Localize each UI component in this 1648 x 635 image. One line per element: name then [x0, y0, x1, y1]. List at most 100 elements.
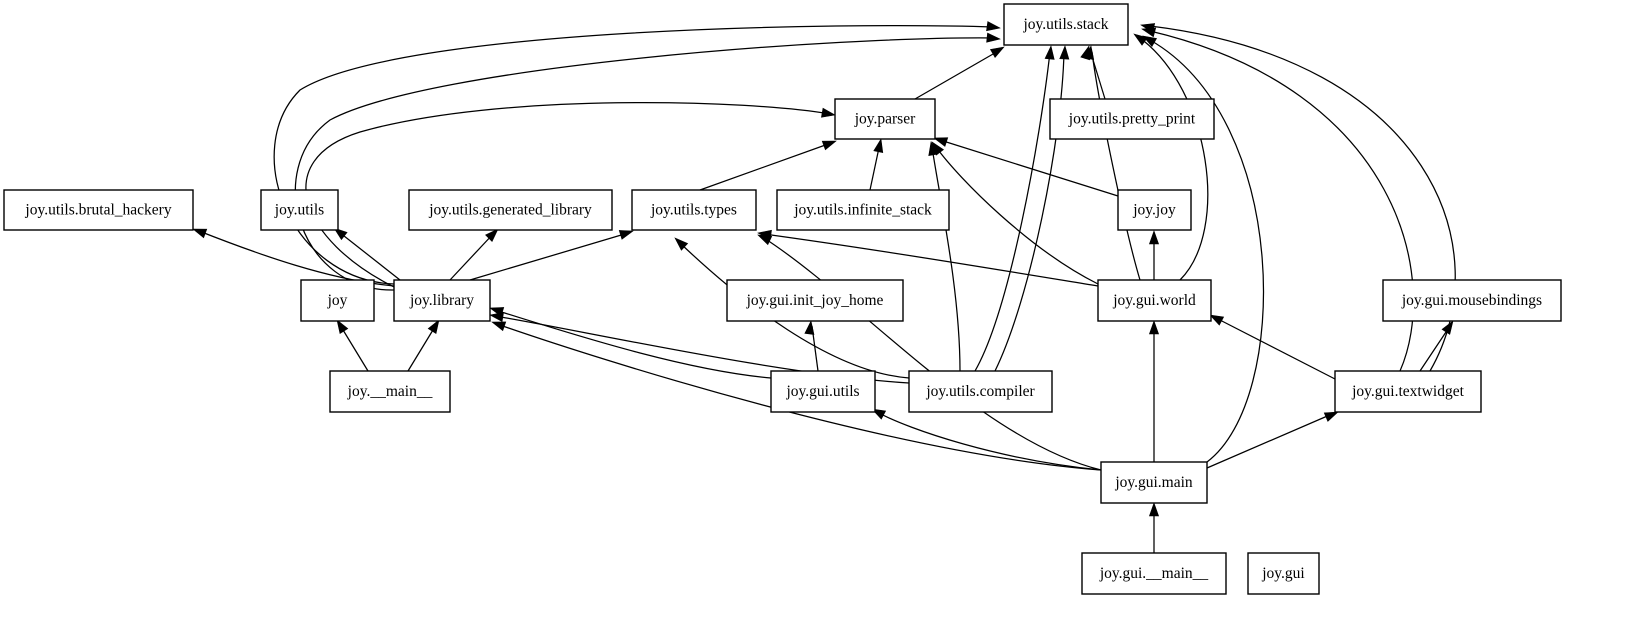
node-box[interactable] [1382, 279, 1562, 322]
node-joy.library[interactable]: joy.library [393, 279, 491, 322]
node-label: joy.utils [274, 202, 324, 219]
edge-joy.gui.main-to-joy.library [491, 321, 1102, 471]
node-box[interactable] [1081, 552, 1227, 595]
edge-joy.library-to-joy.utils.brutal_hackery [192, 228, 395, 287]
node-box[interactable] [776, 189, 950, 231]
node-joy.gui.world[interactable]: joy.gui.world [1097, 279, 1212, 322]
node-joy.utils[interactable]: joy.utils [260, 189, 339, 231]
arrowhead-icon [986, 21, 1001, 32]
node-box[interactable] [1247, 552, 1320, 595]
edge-joy.library-to-joy.utils [333, 227, 401, 281]
node-box[interactable] [631, 189, 757, 231]
arrowhead-icon [989, 46, 1005, 59]
node-joy.gui.textwidget[interactable]: joy.gui.textwidget [1334, 370, 1482, 413]
edge-joy.gui.main-to-joy.gui.textwidget [1206, 411, 1339, 469]
edge-joy.library-to-joy.utils.stack [273, 21, 1001, 285]
arrowhead-icon [804, 320, 815, 335]
node-joy.gui.main[interactable]: joy.gui.main [1100, 461, 1208, 504]
node-joy.utils.brutal_hackery[interactable]: joy.utils.brutal_hackery [3, 189, 194, 231]
node-joy.gui.utils[interactable]: joy.gui.utils [770, 370, 876, 413]
edge-line [273, 25, 997, 285]
arrowhead-icon [485, 228, 499, 242]
node-label: joy.library [409, 292, 474, 309]
node-label: joy.gui [1261, 565, 1305, 582]
node-box[interactable] [834, 98, 936, 140]
edge-line [1206, 413, 1333, 469]
edge-line [1149, 39, 1265, 463]
node-joy.utils.types[interactable]: joy.utils.types [631, 189, 757, 231]
edge-line [876, 411, 1102, 471]
node-label: joy.utils.brutal_hackery [24, 202, 171, 219]
node-box[interactable] [1049, 98, 1215, 140]
node-joy.utils.infinite_stack[interactable]: joy.utils.infinite_stack [776, 189, 950, 231]
node-label: joy.__main__ [347, 383, 433, 400]
arrowhead-icon [1323, 411, 1339, 422]
edge-joy.utils.compiler-to-joy.utils.types [674, 237, 910, 379]
edge-line [1091, 51, 1141, 281]
edge-joy.gui.main-to-joy.utils.stack [1142, 35, 1265, 463]
nodes-layer: joy.utils.stack joy.parser joy.utils.prett… [3, 3, 1562, 595]
edge-line [1089, 49, 1106, 100]
edge-joy.utils.types-to-joy.parser [699, 140, 837, 191]
edge-line [407, 324, 437, 372]
node-box[interactable] [3, 189, 194, 231]
node-label: joy.gui.mousebindings [1401, 292, 1542, 309]
node-label: joy.utils.generated_library [428, 202, 592, 219]
edge-line [699, 142, 832, 191]
node-label: joy.gui.__main__ [1099, 565, 1209, 582]
node-label: joy.utils.infinite_stack [793, 202, 932, 219]
edge-joy.utils.compiler-to-joy.utils.stack [974, 45, 1055, 372]
node-joy.utils.stack[interactable]: joy.utils.stack [1003, 3, 1129, 46]
node-box[interactable] [1117, 189, 1192, 231]
node-box[interactable] [393, 279, 491, 322]
edge-joy.library-to-joy.utils.stack [294, 32, 1001, 291]
arrowhead-icon [1142, 35, 1158, 48]
edge-line [494, 309, 772, 379]
edge-joy.utils.compiler-to-joy.parser [928, 141, 961, 372]
node-joy.gui.__main__[interactable]: joy.gui.__main__ [1081, 552, 1227, 595]
node-joy.gui.mousebindings[interactable]: joy.gui.mousebindings [1382, 279, 1562, 322]
edge-joy.library-to-joy.utils.generated_library [449, 228, 499, 281]
edges-layer [192, 21, 1456, 553]
node-box[interactable] [1097, 279, 1212, 322]
arrowhead-icon [489, 312, 504, 323]
edge-line [974, 51, 1051, 372]
edge-joy.gui.main-to-joy.utils.types [757, 234, 1102, 471]
node-box[interactable] [1003, 3, 1129, 46]
node-joy.parser[interactable]: joy.parser [834, 98, 936, 140]
edge-line [496, 323, 1102, 471]
edge-line [338, 231, 401, 281]
edge-line [1139, 37, 1209, 281]
edge-line [679, 242, 910, 379]
node-joy.gui.init_joy_home[interactable]: joy.gui.init_joy_home [726, 279, 904, 322]
node-box[interactable] [726, 279, 904, 322]
node-box[interactable] [1334, 370, 1482, 413]
arrowhead-icon [873, 138, 884, 154]
arrowhead-icon [933, 137, 949, 147]
node-box[interactable] [260, 189, 339, 231]
node-box[interactable] [908, 370, 1053, 413]
node-joy.utils.generated_library[interactable]: joy.utils.generated_library [408, 189, 613, 231]
arrowhead-icon [1148, 502, 1160, 517]
node-joy.__main__[interactable]: joy.__main__ [329, 370, 451, 413]
node-joy.utils.compiler[interactable]: joy.utils.compiler [908, 370, 1053, 413]
node-label: joy.utils.compiler [925, 383, 1035, 400]
node-joy[interactable]: joy [300, 279, 375, 322]
edge-joy.utils.infinite_stack-to-joy.parser [869, 138, 884, 191]
arrowhead-icon [1148, 320, 1160, 335]
node-box[interactable] [300, 279, 375, 322]
arrowhead-icon [1441, 320, 1454, 335]
node-label: joy.gui.init_joy_home [746, 292, 884, 309]
node-box[interactable] [329, 370, 451, 413]
node-box[interactable] [408, 189, 613, 231]
arrowhead-icon [192, 228, 208, 239]
edge-joy.gui.textwidget-to-joy.gui.mousebindings [1419, 320, 1454, 372]
node-joy.gui[interactable]: joy.gui [1247, 552, 1320, 595]
node-box[interactable] [770, 370, 876, 413]
node-label: joy.gui.utils [785, 383, 859, 400]
node-joy.utils.pretty_print[interactable]: joy.utils.pretty_print [1049, 98, 1215, 140]
arrowhead-icon [427, 319, 440, 334]
node-box[interactable] [1100, 461, 1208, 504]
node-joy.joy[interactable]: joy.joy [1117, 189, 1192, 231]
